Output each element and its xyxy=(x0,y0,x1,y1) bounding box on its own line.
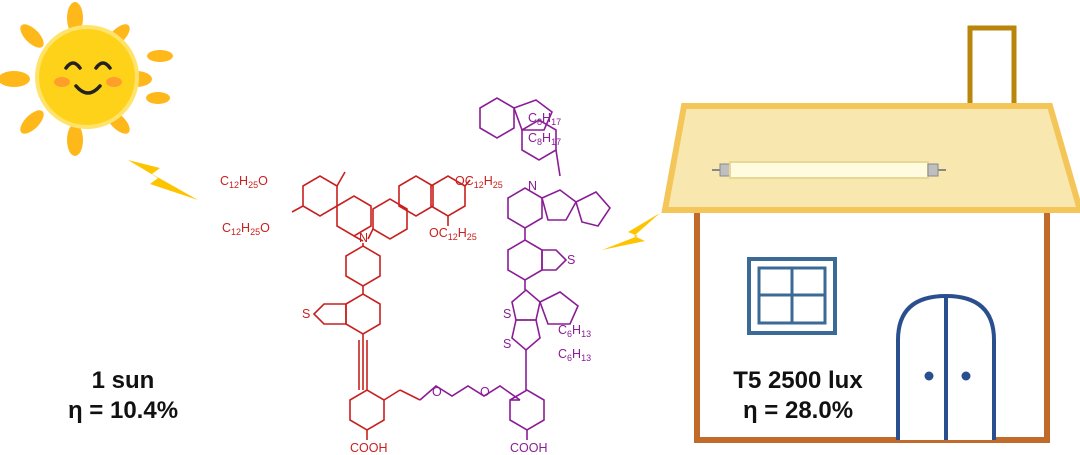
sun-face xyxy=(35,25,139,129)
house-icon xyxy=(661,25,1080,443)
window xyxy=(747,257,837,335)
chimney xyxy=(967,25,1017,111)
carbazole-nitrogen-label: N xyxy=(528,179,537,193)
molecule-labels: C12H25O C12H25O OC12H25 OC12H25 C8H17 C8… xyxy=(220,111,591,455)
fluorene-alkyl-label: C8H17 xyxy=(528,111,561,127)
fluorene-alkyl-label: C8H17 xyxy=(528,131,561,147)
donor-alkoxy-label: OC12H25 xyxy=(429,226,477,242)
amine-nitrogen-label: N xyxy=(359,231,368,245)
ether-oxygen-label: O xyxy=(432,385,442,399)
thiadiazole-sulfur-label: S xyxy=(302,307,310,321)
molecule-purple-part xyxy=(479,97,612,440)
hexyl-label: C6H13 xyxy=(558,323,591,339)
indoor-condition-title: T5 2500 lux xyxy=(733,367,863,394)
door xyxy=(896,293,996,440)
indoor-condition-label: T5 2500 lux η = 28.0% xyxy=(708,366,888,426)
linker-chain xyxy=(419,385,521,401)
donor-alkoxy-label: OC12H25 xyxy=(455,174,503,190)
sun-condition-label: 1 sun η = 10.4% xyxy=(48,366,198,426)
hexyl-label: C6H13 xyxy=(558,347,591,363)
carboxyl-label: COOH xyxy=(350,441,388,455)
lightning-bolt-icon xyxy=(602,213,660,250)
donor-alkoxy-label: C12H25O xyxy=(220,174,268,190)
thiophene-sulfur-label: S xyxy=(503,337,511,351)
sun-condition-efficiency: η = 10.4% xyxy=(67,397,179,424)
molecule-red-part xyxy=(291,171,471,440)
lightning-bolt-icon xyxy=(128,160,198,200)
indoor-condition-efficiency: η = 28.0% xyxy=(742,397,854,424)
thiadiazole-sulfur-label: S xyxy=(567,253,575,267)
sun-icon xyxy=(0,2,173,156)
carboxyl-label: COOH xyxy=(510,441,548,455)
sun-condition-title: 1 sun xyxy=(91,367,155,394)
fluorescent-tube-icon xyxy=(712,161,946,179)
thiophene-sulfur-label: S xyxy=(503,307,511,321)
donor-alkoxy-label: C12H25O xyxy=(222,221,270,237)
roof xyxy=(661,103,1080,213)
ether-oxygen-label: O xyxy=(480,385,490,399)
